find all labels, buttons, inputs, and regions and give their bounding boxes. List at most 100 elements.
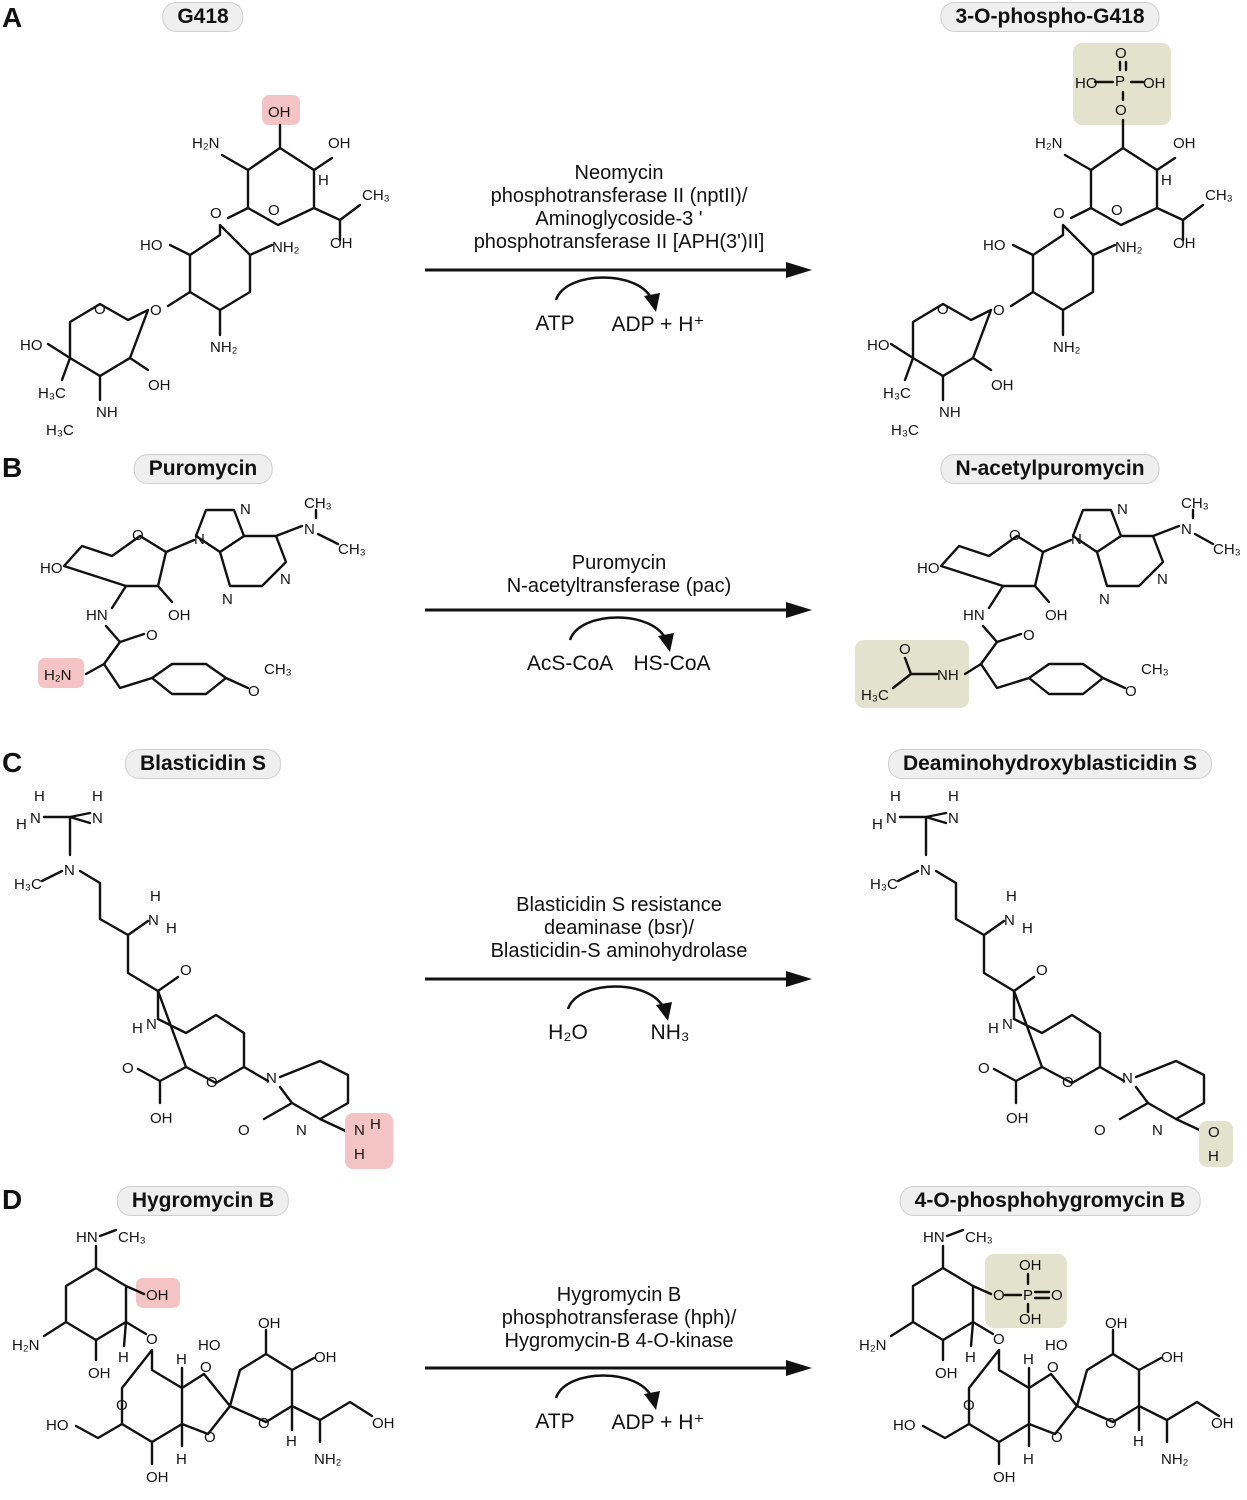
enzyme-line: Hygromycin B [556, 1284, 682, 1306]
product-name: 3-O-phospho-G418 [940, 2, 1160, 32]
puromycin-structure: HO O OH HN N N N N N CH₃ CH₃ O H₂N O CH₃ [38, 495, 366, 700]
panel-letter: D [2, 1184, 23, 1215]
atom-label: OH [1006, 1110, 1029, 1127]
enzyme-line: phosphotransferase II (nptII)/ [490, 185, 748, 207]
atom-label: O [180, 962, 192, 979]
atom-label: H [92, 788, 103, 805]
substrate-name: Blasticidin S [124, 749, 282, 779]
atom-label: H [988, 1020, 999, 1037]
enzyme-line: phosphotransferase (hph)/ [501, 1307, 737, 1329]
atom-label: O [1115, 45, 1127, 62]
enzyme-line: Aminoglycoside-3 ' [535, 208, 703, 230]
atom-label: N [948, 810, 959, 827]
atom-label: CH₃ [1213, 541, 1241, 558]
atom-label: H [150, 888, 161, 905]
atom-label: OH [88, 1365, 111, 1382]
atom-label: OH [148, 377, 171, 394]
atom-label: O [1115, 102, 1127, 119]
atom-label: OH [146, 1287, 169, 1304]
atom-label: CH₃ [118, 1229, 146, 1246]
atom-label: H [34, 788, 45, 805]
atom-label: O [146, 627, 158, 644]
atom-label: H [1133, 1433, 1144, 1450]
atom-label: H [176, 1351, 187, 1368]
highlight-removed-group [345, 1113, 393, 1169]
atom-label: N [280, 571, 291, 588]
atom-label: OH [1045, 607, 1068, 624]
atom-label: OH [168, 607, 191, 624]
highlight-removed-group [136, 1278, 180, 1308]
atom-label: OH [1161, 1349, 1184, 1366]
atom-label: HO [1075, 75, 1098, 92]
atom-label: O [937, 301, 949, 318]
atom-label: OH [258, 1315, 281, 1332]
atom-label: H [948, 788, 959, 805]
atom-label: CH₃ [1181, 495, 1209, 512]
atom-label: N [1071, 531, 1082, 548]
atom-label: HO [917, 560, 940, 577]
atom-label: NH₂ [314, 1451, 342, 1468]
atom-label: O [993, 1331, 1005, 1348]
highlight-removed-group [38, 658, 84, 688]
atom-label: N [92, 810, 103, 827]
phosphohygromycin-structure: HN CH₃ OH O P O OH H₂N OH H O O HO OH H … [859, 1228, 1234, 1486]
atom-label: H [890, 788, 901, 805]
atom-label: HN [923, 1229, 945, 1246]
atom-label: OH [150, 1110, 173, 1127]
highlight-added-group [1199, 1121, 1233, 1167]
reaction-arrow [425, 1360, 812, 1410]
atom-label: OH [146, 1469, 169, 1486]
atom-label: CH₃ [264, 661, 292, 678]
atom-label: O [1051, 1429, 1063, 1446]
atom-label: H [370, 1116, 381, 1133]
highlight-added-group [985, 1254, 1067, 1328]
atom-label: HO [198, 1337, 221, 1354]
atom-label: CH₃ [338, 541, 366, 558]
atom-label: O [1051, 1287, 1063, 1304]
atom-label: H₂N [1035, 135, 1063, 152]
atom-label: O [1094, 1122, 1106, 1139]
atom-label: O [146, 1331, 158, 1348]
atom-label: P [1115, 73, 1125, 90]
atom-label: H [872, 816, 883, 833]
enzyme-line: Blasticidin S resistance [516, 894, 722, 916]
atom-label: O [978, 1060, 990, 1077]
atom-label: H [1208, 1148, 1219, 1165]
atom-label: H₂N [44, 667, 72, 684]
enzyme-label: Puromycin N-acetyltransferase (pac) [419, 552, 819, 598]
enzyme-line: Neomycin [574, 162, 664, 184]
atom-label: O [993, 302, 1005, 319]
atom-label: H₂N [192, 135, 220, 152]
atom-label: NH₂ [1161, 1451, 1189, 1468]
atom-label: OH [1173, 235, 1196, 252]
atom-label: H [166, 920, 177, 937]
atom-label: O [1105, 1415, 1117, 1432]
substrate-name: G418 [162, 2, 244, 32]
atom-label: N [886, 810, 897, 827]
atom-label: P [1023, 1287, 1033, 1304]
atom-label: NH [939, 404, 961, 421]
atom-label: OH [991, 377, 1014, 394]
atom-label: CH₃ [965, 1229, 993, 1246]
atom-label: OH [935, 1365, 958, 1382]
cofactor-in: ATP [535, 1410, 575, 1433]
enzyme-label: Neomycin phosphotransferase II (nptII)/ … [419, 162, 819, 254]
enzyme-line: N-acetyltransferase (pac) [506, 575, 732, 597]
acetylpuromycin-structure: HO O OH HN N N N N N CH₃ CH₃ O O H₃C NH … [855, 495, 1241, 708]
reaction-arrow [425, 262, 812, 312]
atom-label: HN [86, 607, 108, 624]
atom-label: O [132, 527, 144, 544]
enzyme-line: Blasticidin-S aminohydrolase [490, 940, 748, 962]
atom-label: CH₃ [362, 187, 390, 204]
atom-label: N [266, 1070, 277, 1087]
enzyme-label: Hygromycin B phosphotransferase (hph)/ H… [419, 1284, 819, 1353]
atom-label: NH₂ [1053, 339, 1081, 356]
atom-label: O [116, 1397, 128, 1414]
panel-letter: B [2, 452, 23, 483]
atom-label: HO [46, 1417, 69, 1434]
atom-label: O [210, 205, 222, 222]
substrate-name: Puromycin [133, 454, 273, 484]
atom-label: CH₃ [1141, 661, 1169, 678]
atom-label: O [268, 202, 280, 219]
cofactor-in: AcS-CoA [526, 652, 614, 675]
